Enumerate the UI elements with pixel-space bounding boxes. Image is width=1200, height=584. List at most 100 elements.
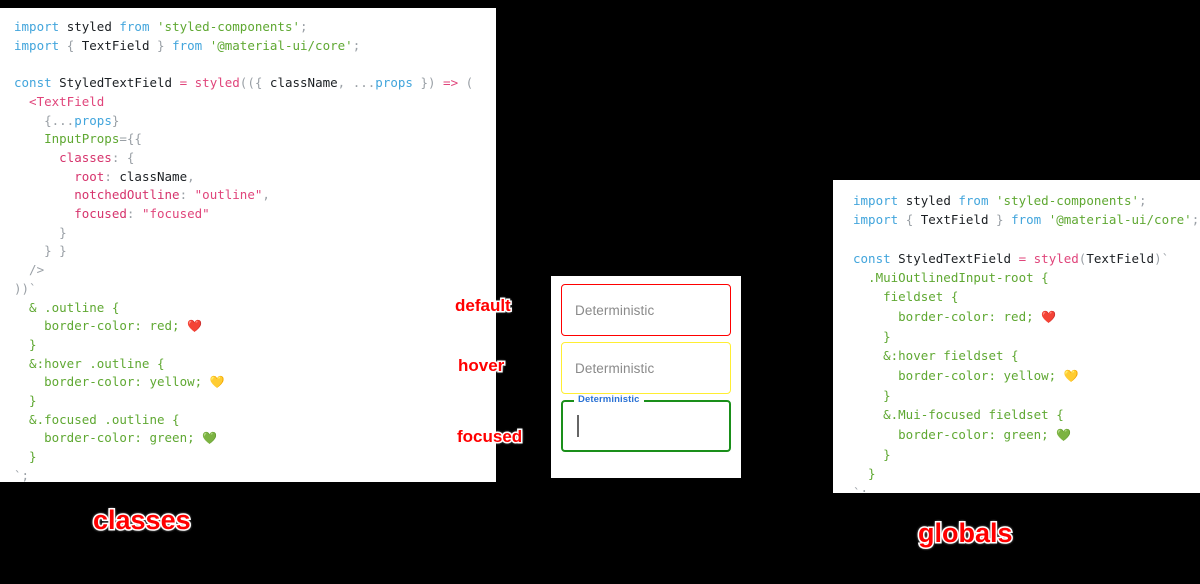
code-line xyxy=(14,55,488,74)
code-token: import xyxy=(14,19,67,34)
code-token: { xyxy=(905,212,921,228)
code-token: } xyxy=(14,336,37,352)
code-block-classes: import styled from 'styled-components';i… xyxy=(14,18,488,482)
panel-title-globals: globals xyxy=(917,517,1015,550)
code-line: } } xyxy=(14,242,488,261)
code-token: : xyxy=(104,168,120,184)
code-token: border-color: red; xyxy=(853,308,1042,324)
code-token: TextField xyxy=(920,212,989,228)
code-line: classes: { xyxy=(14,149,488,168)
code-line: notchedOutline: "outline", xyxy=(14,186,488,205)
code-line: import styled from 'styled-components'; xyxy=(14,18,488,37)
textfield-focused-label: Deterministic xyxy=(574,394,644,406)
code-token: .MuiOutlinedInput-root { xyxy=(853,270,1049,286)
code-token: border-color: green; xyxy=(853,426,1057,442)
code-token: `; xyxy=(14,467,30,482)
code-line xyxy=(853,230,1192,249)
code-token: {... xyxy=(14,112,75,128)
code-token: "outline" xyxy=(194,187,263,203)
code-token: ❤️ xyxy=(1041,309,1057,324)
code-line: } xyxy=(14,336,488,355)
code-line: `; xyxy=(14,467,488,482)
code-line: .MuiOutlinedInput-root { xyxy=(853,268,1192,287)
code-line: } xyxy=(853,445,1192,464)
code-token: import xyxy=(14,37,67,53)
code-token: focused xyxy=(14,206,127,222)
code-token: , xyxy=(337,75,353,91)
code-token: styled xyxy=(905,193,959,208)
textfield-focused[interactable]: Deterministic xyxy=(561,394,731,452)
code-token: border-color: yellow; xyxy=(14,374,210,390)
code-line: root: className, xyxy=(14,168,488,187)
textfield-demo-panel: Deterministic Deterministic Deterministi… xyxy=(551,276,741,478)
code-token: '@material-ui/core' xyxy=(209,37,353,53)
code-token: from xyxy=(958,193,997,208)
code-token: classes xyxy=(14,149,112,165)
code-token: : xyxy=(179,187,195,203)
code-token: from xyxy=(1011,212,1049,228)
code-token: StyledTextField xyxy=(898,250,1019,266)
textfield-default[interactable]: Deterministic xyxy=(561,284,731,336)
annotation-hover: hover xyxy=(456,355,505,377)
code-token: = xyxy=(179,75,195,91)
textfield-hover[interactable]: Deterministic xyxy=(561,342,731,394)
code-line: InputProps={{ xyxy=(14,130,488,149)
code-line: focused: "focused" xyxy=(14,205,488,224)
code-line: <TextField xyxy=(14,93,488,112)
code-token: } xyxy=(111,112,120,128)
code-token: } xyxy=(14,224,67,240)
annotation-default: default xyxy=(454,295,513,317)
code-token: props xyxy=(375,75,413,91)
code-line: import { TextField } from '@material-ui/… xyxy=(14,37,488,56)
code-token: TextField xyxy=(81,37,150,53)
code-token: ))` xyxy=(14,280,37,296)
code-token: ; xyxy=(1191,212,1200,228)
code-line: &.focused .outline { xyxy=(14,411,488,430)
code-token: 💛 xyxy=(209,375,225,390)
textfield-default-value[interactable]: Deterministic xyxy=(575,302,655,318)
annotation-focused: focused xyxy=(455,426,523,448)
code-line: } xyxy=(14,448,488,467)
code-token: notchedOutline xyxy=(14,187,180,203)
code-token: => xyxy=(443,75,466,91)
code-token: } xyxy=(853,387,891,403)
code-token: border-color: green; xyxy=(14,430,203,446)
code-line: const StyledTextField = styled(({ classN… xyxy=(14,74,488,93)
textfield-focused-value[interactable] xyxy=(576,402,719,450)
code-token: import xyxy=(853,193,906,208)
code-line: const StyledTextField = styled(TextField… xyxy=(853,249,1192,268)
code-token: border-color: red; xyxy=(14,318,188,334)
code-token: ( xyxy=(1078,250,1087,266)
code-token: /> xyxy=(14,262,45,278)
code-token: = xyxy=(1018,250,1034,266)
code-token: const xyxy=(853,250,899,266)
code-token: ; xyxy=(1139,193,1147,208)
code-line: `; xyxy=(853,483,1192,493)
code-line: } xyxy=(14,392,488,411)
code-token: import xyxy=(853,212,906,228)
code-line: {...props} xyxy=(14,112,488,131)
code-token: ; xyxy=(352,37,361,53)
code-token: &.Mui-focused fieldset { xyxy=(853,407,1064,423)
code-token: } } xyxy=(14,243,67,259)
panel-title-classes: classes xyxy=(92,504,193,537)
code-line: fieldset { xyxy=(853,287,1192,306)
textfield-hover-value[interactable]: Deterministic xyxy=(575,360,655,376)
code-token: } xyxy=(853,446,891,462)
code-token: "focused" xyxy=(141,206,210,222)
code-token: : xyxy=(126,206,142,222)
code-token: styled xyxy=(194,75,240,91)
code-token: from xyxy=(172,37,210,53)
code-token: } xyxy=(853,329,891,345)
code-line: border-color: red; ❤️ xyxy=(853,307,1192,327)
code-token: { xyxy=(66,37,82,53)
code-token: '@material-ui/core' xyxy=(1048,212,1192,228)
code-line: &:hover fieldset { xyxy=(853,346,1192,365)
code-line: border-color: red; ❤️ xyxy=(14,317,488,336)
code-token: <TextField xyxy=(14,93,105,109)
code-token: (( xyxy=(239,75,255,91)
code-token: fieldset { xyxy=(853,289,959,305)
code-token: border-color: yellow; xyxy=(853,367,1064,383)
code-token: } xyxy=(149,37,173,53)
code-token: } xyxy=(14,449,37,465)
